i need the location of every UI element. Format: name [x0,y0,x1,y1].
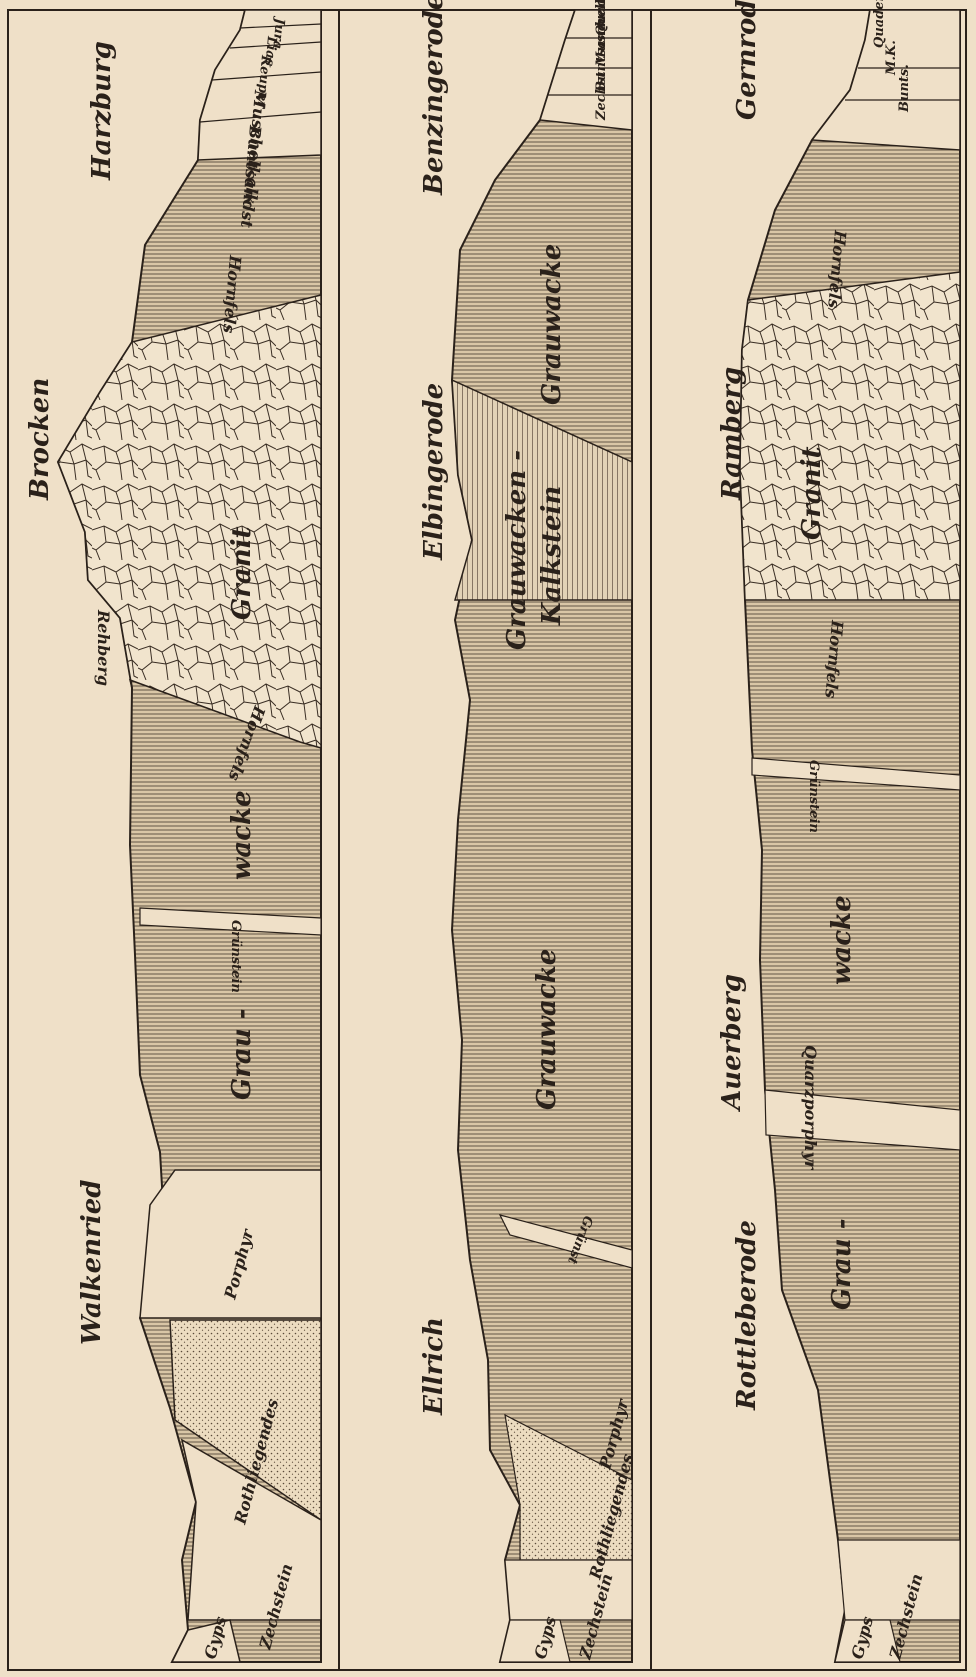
place-rottleberode: Rottleberode [732,1220,762,1411]
rock-grauwacke-lower: Grauwacke [532,949,562,1110]
rock-gruenstein: Grünstein [228,920,243,993]
place-walkenried: Walkenried [77,1180,107,1345]
place-gernrode: Gernrode [732,0,762,120]
rock-grauwacken: Grauwacken - [502,450,532,650]
rock-wacke: wacke [227,790,257,880]
rock-wacke-3: wacke [827,895,857,985]
zechstein-body-2 [505,1560,632,1620]
place-brocken: Brocken [25,378,55,501]
top-sediments-2 [540,10,632,130]
place-harzburg: Harzburg [87,41,117,181]
place-ramberg: Ramberg [717,367,747,501]
rock-grau-3: Grau - [827,1219,857,1311]
rock-granit: Granit [227,526,257,620]
place-ellrich: Ellrich [419,1317,449,1416]
granite-body-3 [740,272,960,600]
place-elbingerode: Elbingerode [419,383,449,561]
rock-grauwacke-upper: Grauwacke [537,244,567,405]
rock-quader-2: Quader [594,0,609,36]
rock-granit-3: Granit [797,446,827,540]
place-rehberg: Rehberg [94,609,113,686]
place-auerberg: Auerberg [717,974,747,1113]
rock-quarzporphyr: Quarzporphyr [801,1045,820,1171]
rock-grau: Grau - [227,1009,257,1101]
rock-gruenstein-3: Grünstein [806,760,821,833]
rock-kalkstein: Kalkstein [537,486,567,626]
rock-bunts: Bunts. [897,64,912,113]
section-3 [740,10,960,1662]
place-benzingerode: Benzingerode [419,0,449,196]
section-1 [58,10,321,1662]
rock-jura: Jura [269,15,287,50]
rock-quader-3: Quader [872,0,887,48]
